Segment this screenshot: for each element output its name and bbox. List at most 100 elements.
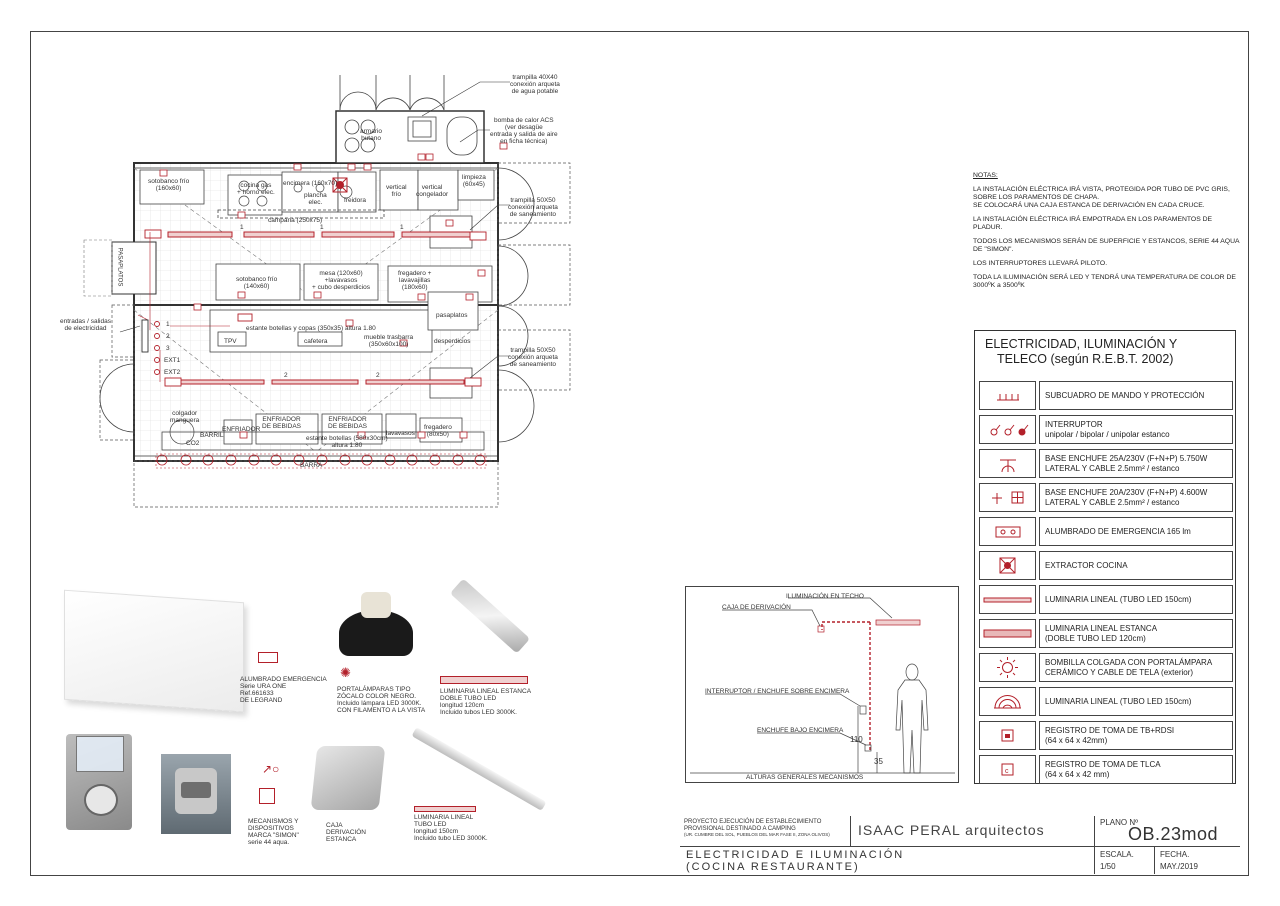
label-linea-1a: 1 bbox=[240, 224, 244, 231]
label-line: (ver desagüe bbox=[504, 124, 543, 131]
label-line: ZÓCALO COLOR NEGRO. bbox=[337, 693, 417, 700]
label-line: de electricidad bbox=[64, 325, 107, 332]
label-line: DOBLE TUBO LED bbox=[440, 695, 497, 702]
bombilla-icon: ✺ bbox=[340, 665, 351, 680]
label-line: longitud 120cm bbox=[440, 702, 485, 709]
note-4: LOS INTERRUPTORES LLEVARÁ PILOTO. bbox=[973, 260, 1108, 267]
legend-line: BASE ENCHUFE 25A/230V (F+N+P) 5.750W bbox=[1045, 454, 1208, 463]
tb-divider bbox=[1154, 846, 1155, 874]
label-trampilla-saneamiento-2: trampilla 50X50 conexión arqueta de sane… bbox=[508, 347, 558, 368]
label-line: frío bbox=[391, 191, 401, 198]
legend-row: c REGISTRO DE TOMA DE TLCA(64 x 64 x 42 … bbox=[979, 755, 1233, 784]
label-line: DE BEBIDAS bbox=[262, 423, 302, 430]
legend-text: LUMINARIA LINEAL (TUBO LED 150cm) bbox=[1039, 687, 1233, 716]
label-linea-2b: 2 bbox=[376, 372, 380, 379]
label-line: Ref.661633 bbox=[240, 690, 274, 697]
label-line: LUMINARIA LINEAL bbox=[414, 814, 474, 821]
legend-line: (DOBLE TUBO LED 120cm) bbox=[1045, 633, 1146, 643]
legend-text: REGISTRO DE TOMA DE TB+RDSI(64 x 64 x 42… bbox=[1039, 721, 1233, 750]
legend-text: EXTRACTOR COCINA bbox=[1039, 551, 1233, 580]
label-line: conexión arqueta bbox=[508, 354, 558, 361]
label-estante-1: estante botellas y copas (350x35) altura… bbox=[246, 325, 376, 332]
escala-value: 1/50 bbox=[1100, 862, 1116, 871]
label-line: ENFRIADOR bbox=[328, 416, 367, 423]
label-line: DISPOSITIVOS bbox=[248, 825, 294, 832]
tb-divider bbox=[680, 846, 1240, 847]
legend-line: LUMINARIA LINEAL ESTANCA bbox=[1045, 624, 1158, 633]
label-mueble: mueble trasbarra (350x60x100) bbox=[364, 334, 413, 348]
tb-divider bbox=[1094, 816, 1095, 874]
section-detail bbox=[690, 597, 955, 774]
socket-photo bbox=[66, 734, 132, 830]
label-line: vertical bbox=[421, 184, 443, 191]
label-line: Incluido tubo LED 3000K. bbox=[414, 835, 488, 842]
label-line: plancha bbox=[304, 192, 327, 199]
legend-line: BOMBILLA COLGADA CON PORTALÁMPARA bbox=[1045, 658, 1213, 667]
legend-text: LUMINARIA LINEAL (TUBO LED 150cm) bbox=[1039, 585, 1233, 614]
label-vertical-congelador: vertical congelador bbox=[416, 184, 448, 198]
legend-line: (64 x 64 x 42 mm) bbox=[1045, 769, 1110, 779]
label-mesa: mesa (120x60) +lavavasos + cubo desperdi… bbox=[312, 270, 370, 291]
label-line: PROYECTO EJECUCIÓN DE ESTABLECIMIENTO bbox=[684, 819, 822, 825]
label-interruptor-encimera: INTERRUPTOR / ENCHUFE SOBRE ENCIMERA bbox=[705, 688, 850, 695]
label-circuit-3: 3 bbox=[166, 345, 170, 352]
label-line: de saneamiento bbox=[509, 361, 557, 368]
legend-line: (64 x 64 x 42mm) bbox=[1045, 735, 1108, 745]
label-freidora: freidora bbox=[344, 197, 367, 204]
pasaplatos-left bbox=[111, 241, 157, 295]
label-line: (180x60) bbox=[401, 284, 428, 291]
label-line: (UR. CUMBRE DEL SOL, PUEBLOS DEL MAR FAS… bbox=[684, 832, 830, 837]
base-enchufe-20a-icon bbox=[979, 483, 1036, 512]
alumbrado-emergencia-icon bbox=[979, 517, 1036, 546]
luminaria-lineal-icon bbox=[979, 585, 1036, 614]
extractor-icon bbox=[332, 177, 348, 193]
label-line: CAJA bbox=[326, 822, 343, 829]
legend-line: ALUMBRADO DE EMERGENCIA 165 lm bbox=[1045, 526, 1191, 536]
label-linea-2a: 2 bbox=[284, 372, 288, 379]
luminaria-6 bbox=[271, 379, 359, 385]
label-line: en ficha técnica) bbox=[500, 138, 548, 145]
enchufe-symbol bbox=[259, 788, 275, 804]
label-line: elec. bbox=[308, 199, 323, 206]
interruptor-icon: ↗○ bbox=[262, 762, 280, 776]
extractor-icon bbox=[979, 551, 1036, 580]
label-line: altura 1.80 bbox=[331, 442, 363, 449]
label-circuit-ext2: EXT2 bbox=[164, 369, 181, 376]
label-alturas: ALTURAS GENERALES MECANISMOS bbox=[746, 774, 864, 781]
label-line: DE LEGRAND bbox=[240, 697, 283, 704]
label-line: PORTALÁMPARAS TIPO bbox=[337, 686, 411, 693]
label-trampilla-saneamiento-1: trampilla 50X50 conexión arqueta de sane… bbox=[508, 197, 558, 218]
luminaria-2 bbox=[243, 231, 315, 238]
legend-title-line: TELECO (según R.E.B.T. 2002) bbox=[997, 352, 1174, 366]
note-1: LA INSTALACIÓN ELÉCTRICA IRÁ VISTA, PROT… bbox=[973, 186, 1230, 209]
label-circuit-1: 1 bbox=[166, 321, 170, 328]
label-line: +lavavasos bbox=[324, 277, 358, 284]
section-heights-box bbox=[685, 586, 959, 783]
label-line: trampilla 40X40 bbox=[512, 74, 558, 81]
label-line: de agua potable bbox=[511, 88, 559, 95]
plano-label: PLANO Nº bbox=[1100, 818, 1139, 827]
label-bomba: bomba de calor ACS (ver desagüe entrada … bbox=[490, 117, 558, 145]
emergencia-symbol bbox=[258, 652, 278, 663]
label-portalamparas: PORTALÁMPARAS TIPO ZÓCALO COLOR NEGRO. I… bbox=[337, 686, 425, 714]
label-co2: CO2 bbox=[186, 440, 200, 447]
label-line: DERIVACIÓN bbox=[326, 829, 366, 836]
label-line: LUMINARIA LINEAL ESTANCA bbox=[440, 688, 532, 695]
note-2: LA INSTALACIÓN ELÉCTRICA IRÁ EMPOTRADA E… bbox=[973, 216, 1213, 231]
label-line: + cubo desperdicios bbox=[312, 284, 370, 291]
drawing-subtitle: (COCINA RESTAURANTE) bbox=[686, 861, 860, 873]
label-circuit-ext1: EXT1 bbox=[164, 357, 181, 364]
label-h110: 110 bbox=[850, 735, 863, 744]
label-line: colgador bbox=[172, 410, 198, 417]
legend-text: SUBCUADRO DE MANDO Y PROTECCIÓN bbox=[1039, 381, 1233, 410]
legend-line: LUMINARIA LINEAL (TUBO LED 150cm) bbox=[1045, 594, 1192, 604]
label-caja: CAJA DERIVACIÓN ESTANCA bbox=[326, 822, 366, 843]
label-vertical-frio: vertical frío bbox=[386, 184, 407, 198]
label-luminaria-lineal: LUMINARIA LINEAL TUBO LED longitud 150cm… bbox=[414, 814, 488, 842]
legend-line: EXTRACTOR COCINA bbox=[1045, 560, 1128, 570]
label-line: Incluido tubos LED 3000K. bbox=[440, 709, 517, 716]
